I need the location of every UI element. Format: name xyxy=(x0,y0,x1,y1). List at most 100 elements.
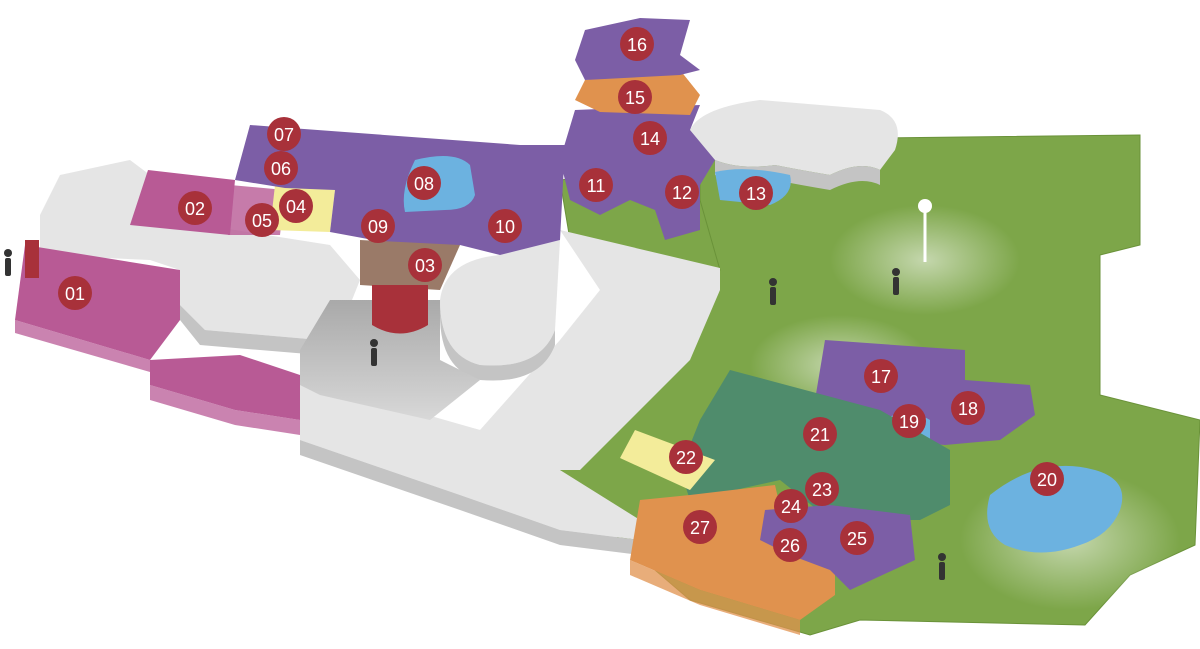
person-icon xyxy=(4,249,12,276)
marker-label: 04 xyxy=(286,197,306,217)
zones xyxy=(15,18,1123,635)
location-marker-icon xyxy=(408,248,442,282)
location-marker-icon xyxy=(579,168,613,202)
zone-22 xyxy=(620,430,715,490)
marker-20[interactable]: 20 xyxy=(1030,462,1064,496)
location-marker-icon xyxy=(892,404,926,438)
marker-11[interactable]: 11 xyxy=(579,168,613,202)
decorations xyxy=(4,199,946,580)
location-marker-icon xyxy=(488,209,522,243)
location-marker-icon xyxy=(58,276,92,310)
marker-label: 24 xyxy=(781,497,801,517)
person-icon xyxy=(769,278,777,305)
marker-06[interactable]: 06 xyxy=(264,151,298,185)
location-marker-icon xyxy=(264,151,298,185)
marker-label: 02 xyxy=(185,199,205,219)
marker-label: 23 xyxy=(812,480,832,500)
building-round-lobby-side xyxy=(440,300,555,381)
marker-17[interactable]: 17 xyxy=(864,359,898,393)
building-south-corridor-side xyxy=(300,440,640,555)
building-west-wing xyxy=(40,160,360,340)
marker-26[interactable]: 26 xyxy=(773,528,807,562)
location-marker-icon xyxy=(803,417,837,451)
marker-label: 17 xyxy=(871,367,891,387)
marker-02[interactable]: 02 xyxy=(178,191,212,225)
marker-label: 25 xyxy=(847,529,867,549)
zone-24-25-26 xyxy=(760,505,915,590)
zone-27-side xyxy=(630,560,800,635)
location-marker-icon xyxy=(669,440,703,474)
marker-05[interactable]: 05 xyxy=(245,203,279,237)
location-marker-icon xyxy=(665,175,699,209)
marker-label: 13 xyxy=(746,184,766,204)
marker-label: 12 xyxy=(672,183,692,203)
marker-16[interactable]: 16 xyxy=(620,27,654,61)
zone-south-magenta-side xyxy=(150,385,300,435)
zone-03-tower xyxy=(372,285,428,334)
marker-24[interactable]: 24 xyxy=(774,489,808,523)
marker-label: 09 xyxy=(368,217,388,237)
marker-07[interactable]: 07 xyxy=(267,117,301,151)
location-marker-icon xyxy=(267,117,301,151)
marker-label: 11 xyxy=(587,176,606,196)
marker-label: 21 xyxy=(810,425,830,445)
marker-23[interactable]: 23 xyxy=(805,472,839,506)
lamp-post-icon xyxy=(918,199,932,262)
marker-03[interactable]: 03 xyxy=(408,248,442,282)
location-marker-icon xyxy=(620,27,654,61)
location-marker-icon xyxy=(864,359,898,393)
zone-01-side xyxy=(15,320,150,372)
marker-label: 19 xyxy=(899,412,919,432)
building-north-block xyxy=(690,100,898,175)
marker-22[interactable]: 22 xyxy=(669,440,703,474)
building-west-wing-side xyxy=(180,305,320,355)
marker-15[interactable]: 15 xyxy=(618,80,652,114)
person-icon xyxy=(938,553,946,580)
marker-label: 10 xyxy=(495,217,515,237)
location-markers: 01 02 03 04 05 06 07 08 09 10 11 12 13 14 15 16 17 18 19 20… xyxy=(58,27,1064,562)
building-north-block-side xyxy=(715,160,880,190)
marker-label: 16 xyxy=(627,35,647,55)
marker-09[interactable]: 09 xyxy=(361,209,395,243)
building-south-corridor xyxy=(300,385,640,540)
marker-18[interactable]: 18 xyxy=(951,391,985,425)
marker-21[interactable]: 21 xyxy=(803,417,837,451)
location-marker-icon xyxy=(618,80,652,114)
zone-27 xyxy=(630,485,835,620)
marker-14[interactable]: 14 xyxy=(633,121,667,155)
marker-25[interactable]: 25 xyxy=(840,521,874,555)
marker-label: 14 xyxy=(640,129,660,149)
zone-06-07-09-10 xyxy=(235,125,565,255)
location-marker-icon xyxy=(361,209,395,243)
marker-01[interactable]: 01 xyxy=(58,276,92,310)
marker-label: 05 xyxy=(252,211,272,231)
person-icon xyxy=(370,339,378,366)
location-marker-icon xyxy=(633,121,667,155)
marker-label: 07 xyxy=(274,125,294,145)
marker-label: 08 xyxy=(414,174,434,194)
location-marker-icon xyxy=(805,472,839,506)
location-marker-icon xyxy=(245,203,279,237)
marker-label: 06 xyxy=(271,159,291,179)
marker-13[interactable]: 13 xyxy=(739,176,773,210)
location-marker-icon xyxy=(774,489,808,523)
location-marker-icon xyxy=(1030,462,1064,496)
marker-19[interactable]: 19 xyxy=(892,404,926,438)
marker-10[interactable]: 10 xyxy=(488,209,522,243)
marker-label: 01 xyxy=(65,284,85,304)
marker-08[interactable]: 08 xyxy=(407,166,441,200)
marker-27[interactable]: 27 xyxy=(683,510,717,544)
location-marker-icon xyxy=(178,191,212,225)
marker-label: 22 xyxy=(676,448,696,468)
marker-12[interactable]: 12 xyxy=(665,175,699,209)
location-marker-icon xyxy=(840,521,874,555)
marker-label: 20 xyxy=(1037,470,1057,490)
building-blocks xyxy=(40,100,898,555)
marker-label: 15 xyxy=(625,88,645,108)
location-marker-icon xyxy=(407,166,441,200)
marker-04[interactable]: 04 xyxy=(279,189,313,223)
location-marker-icon xyxy=(683,510,717,544)
building-round-lobby xyxy=(440,240,560,366)
location-marker-icon xyxy=(279,189,313,223)
